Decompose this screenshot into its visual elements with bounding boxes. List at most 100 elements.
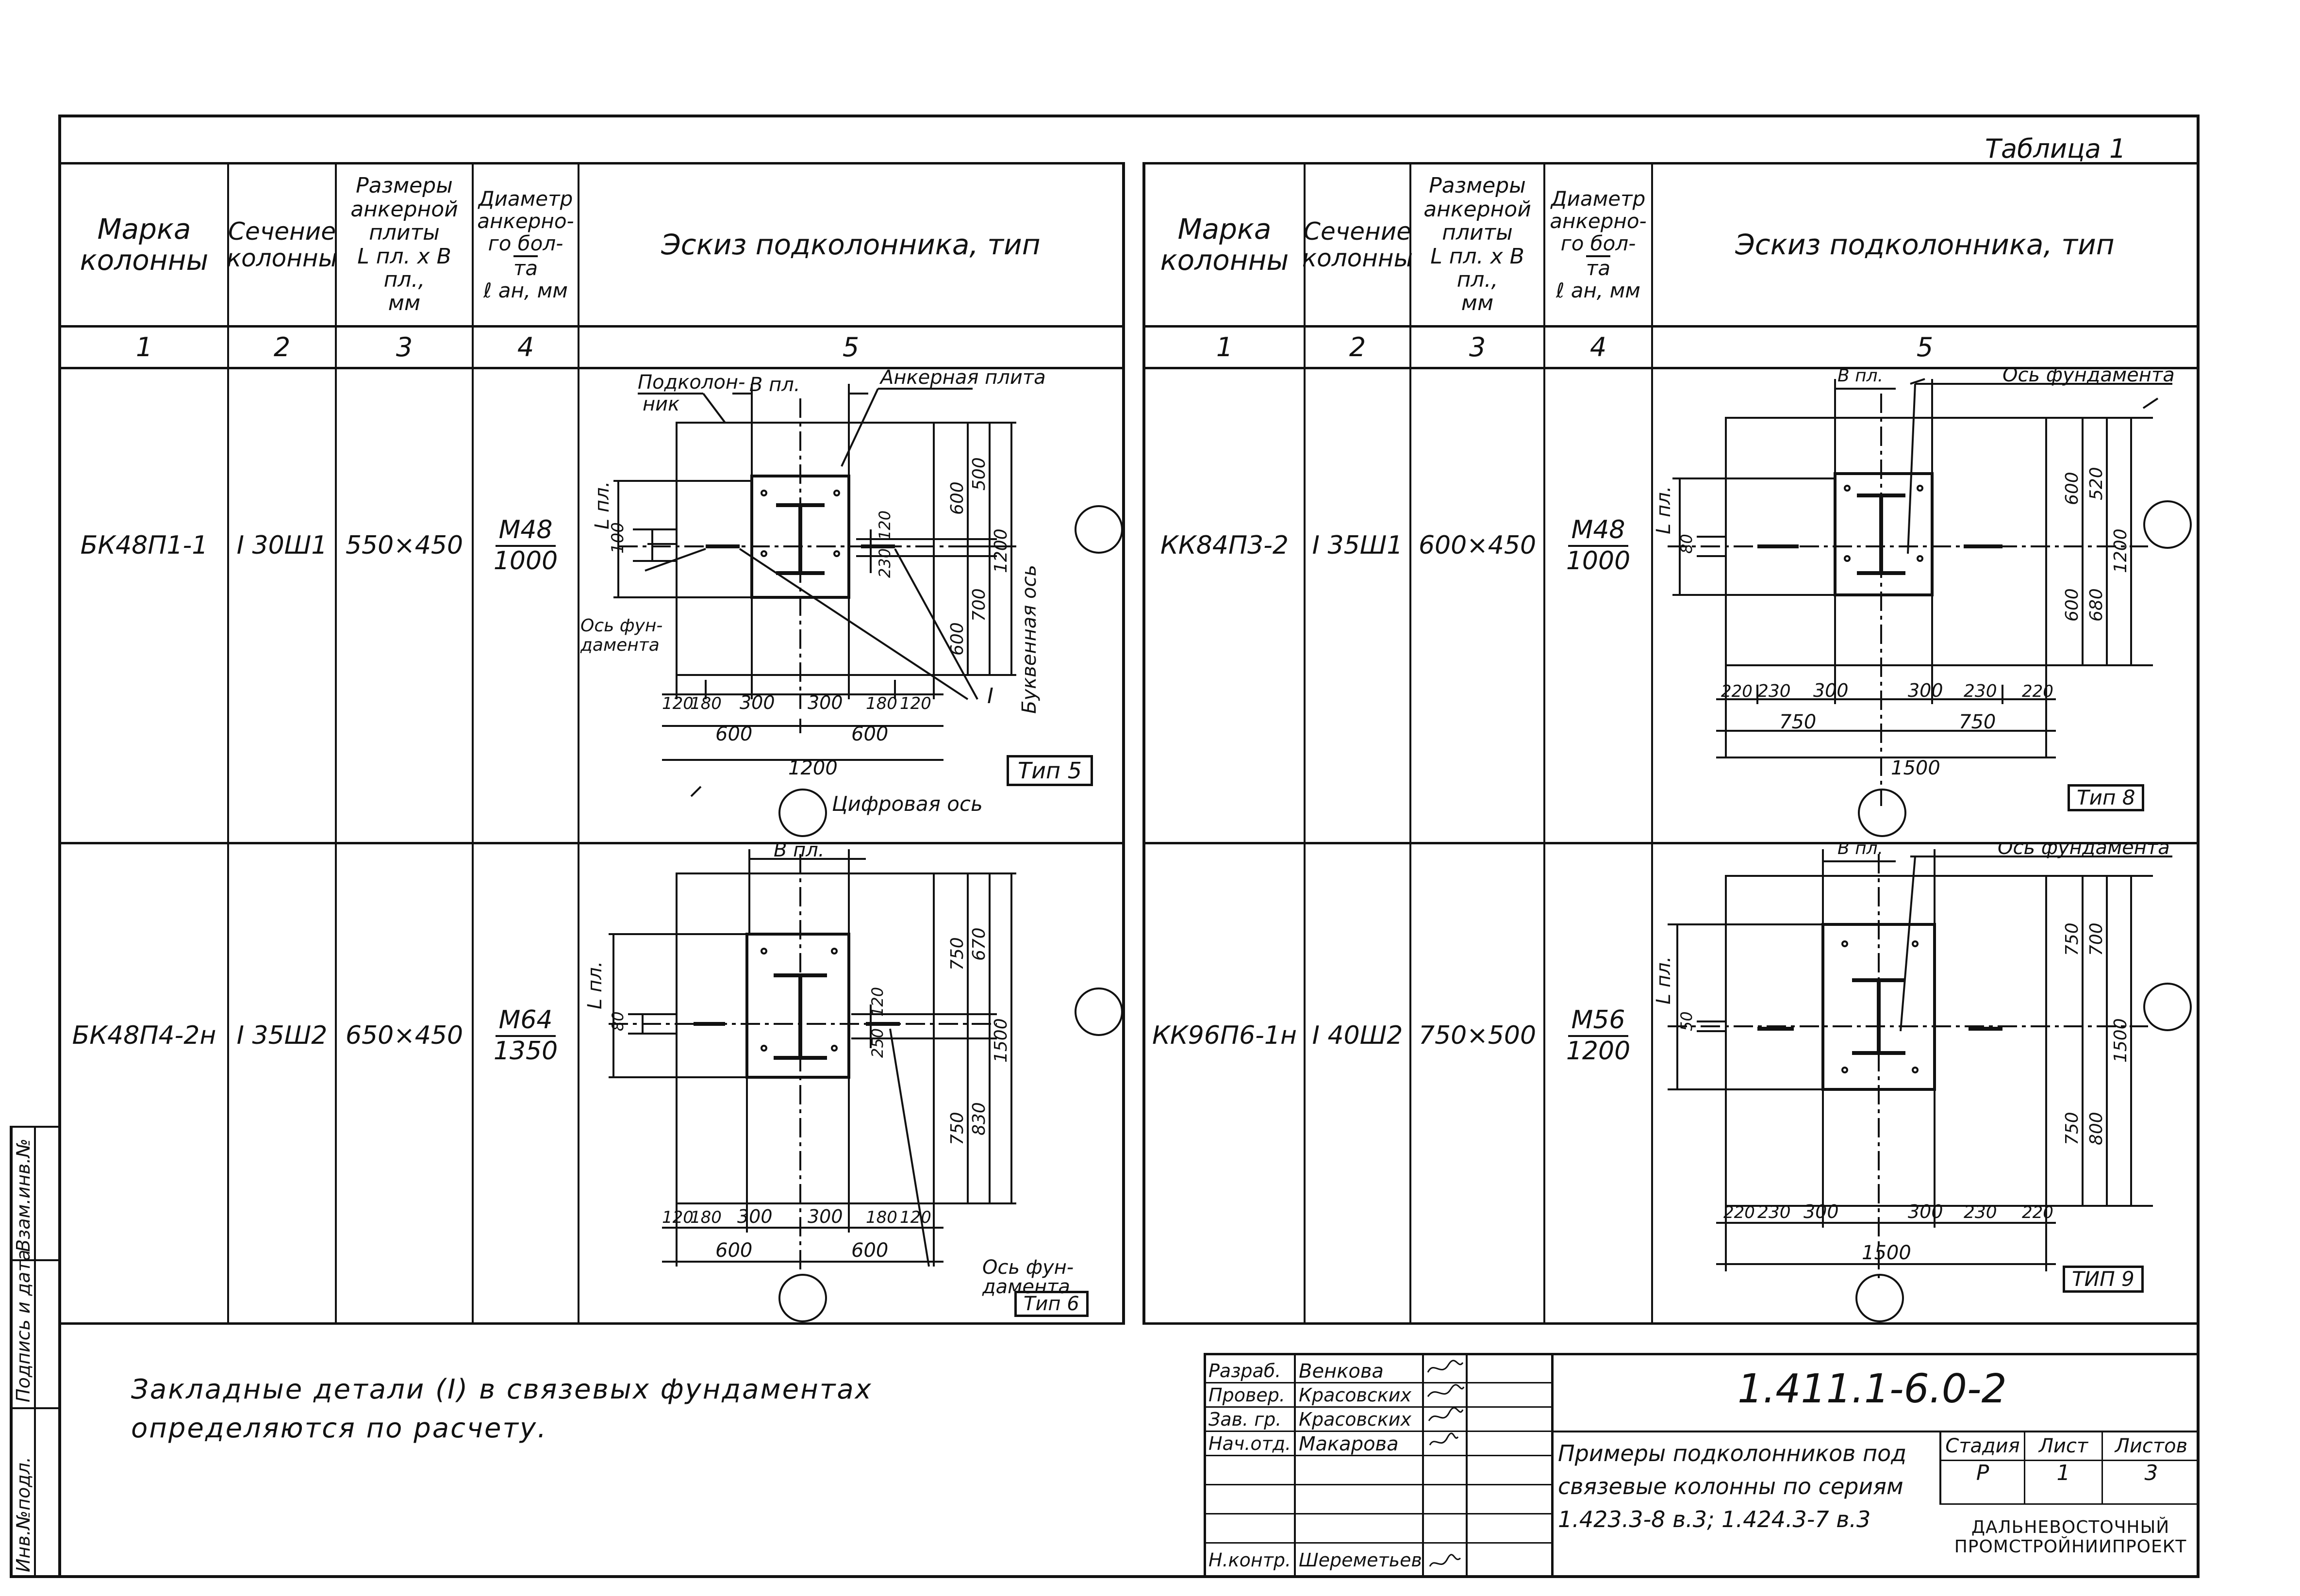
svg-text:700: 700	[969, 588, 989, 622]
type-label: Тип 8	[2068, 784, 2145, 811]
svg-text:L пл.: L пл.	[591, 481, 613, 529]
col-number: 5	[842, 331, 860, 362]
svg-text:Ось фундамента: Ось фундамента	[1998, 844, 2170, 859]
svg-text:300: 300	[1908, 680, 1943, 701]
row3-section: I 35Ш1	[1312, 531, 1403, 560]
type-label: Тип 6	[1014, 1291, 1089, 1317]
svg-text:230: 230	[1964, 1202, 1997, 1222]
svg-text:180: 180	[866, 1208, 897, 1227]
svg-text:Буквенная ось: Буквенная ось	[1018, 565, 1041, 714]
svg-text:B пл.: B пл.	[774, 844, 825, 861]
stage-header: Стадия	[1945, 1435, 2020, 1457]
svg-text:1500: 1500	[1891, 757, 1940, 779]
svg-text:Ось фун-: Ось фун-	[580, 616, 662, 636]
row1-section: I 30Ш1	[236, 531, 328, 560]
note-line-2: определяются по расчету.	[131, 1413, 547, 1444]
svg-text:220: 220	[1721, 682, 1753, 701]
row4-mark: КК96П6-1н	[1152, 1021, 1297, 1051]
svg-text:1500: 1500	[2111, 1018, 2131, 1063]
side-label-inventory: Инв.№подл.	[13, 1456, 34, 1572]
stamp-name: Красовских	[1299, 1409, 1411, 1430]
svg-text:180: 180	[690, 1208, 722, 1227]
stamp-name: Красовских	[1299, 1384, 1411, 1406]
svg-text:230: 230	[876, 548, 894, 578]
stamp-role: Н.контр.	[1208, 1549, 1291, 1571]
svg-text:L пл.: L пл.	[1653, 956, 1675, 1004]
svg-text:1500: 1500	[1862, 1242, 1911, 1264]
svg-text:120: 120	[662, 1208, 694, 1227]
svg-text:220: 220	[1723, 1203, 1755, 1222]
svg-text:230: 230	[1757, 681, 1791, 701]
side-label-replaced: Взам.инв.№	[13, 1138, 34, 1252]
svg-text:120: 120	[868, 987, 887, 1017]
svg-text:300: 300	[1908, 1201, 1943, 1222]
svg-text:120: 120	[900, 694, 931, 713]
stamp-signatures	[1427, 1360, 1465, 1567]
doc-code: 1.411.1-6.0-2	[1737, 1366, 2007, 1412]
svg-text:250: 250	[868, 1028, 887, 1058]
svg-text:520: 520	[2086, 467, 2106, 500]
side-label-signature: Подпись и дата	[13, 1250, 34, 1402]
svg-text:750: 750	[1779, 711, 1816, 733]
svg-text:750: 750	[947, 1112, 967, 1145]
svg-text:B пл.: B пл.	[749, 374, 800, 396]
row4-plate: 750×500	[1418, 1021, 1537, 1051]
svg-text:600: 600	[2062, 588, 2082, 622]
svg-text:670: 670	[969, 927, 989, 961]
svg-text:830: 830	[969, 1102, 989, 1135]
svg-text:220: 220	[2022, 1203, 2053, 1222]
stamp-name: Шереметьев	[1299, 1549, 1422, 1571]
svg-text:600: 600	[851, 1239, 888, 1262]
svg-text:L пл.: L пл.	[1653, 486, 1675, 534]
svg-text:Подколон-: Подколон-	[638, 371, 745, 394]
stamp-role: Провер.	[1208, 1384, 1285, 1406]
svg-text:180: 180	[690, 694, 722, 713]
svg-text:80: 80	[1677, 534, 1696, 554]
col-number: 5	[1916, 331, 1934, 362]
svg-text:120: 120	[876, 510, 894, 540]
sheet-header: Лист	[2038, 1435, 2088, 1457]
sketch-type-5: Подколон-ник B пл. Анкерная плита L пл. …	[580, 369, 1122, 837]
header-sketch: Эскиз подколонника, тип	[661, 228, 1041, 261]
svg-text:дамента: дамента	[580, 635, 660, 655]
svg-text:600: 600	[2062, 472, 2082, 505]
row1-plate: 550×450	[345, 531, 463, 560]
sketch-type-8: B пл. Ось фундамента L пл. 80 600 600 52…	[1653, 369, 2192, 837]
svg-text:750: 750	[947, 937, 967, 971]
svg-text:750: 750	[2062, 1112, 2082, 1145]
stamp-role: Зав. гр.	[1208, 1409, 1282, 1430]
row2-plate: 650×450	[345, 1021, 463, 1051]
stamp-title-line: Примеры подколонников под	[1558, 1440, 1907, 1466]
svg-text:300: 300	[1804, 1201, 1839, 1222]
row3-mark: КК84П3-2	[1160, 531, 1289, 560]
stamp-title-line: связевые колонны по сериям	[1558, 1473, 1903, 1499]
svg-text:120: 120	[900, 1208, 931, 1227]
svg-text:50: 50	[1677, 1011, 1696, 1031]
stamp-role: Разраб.	[1208, 1360, 1281, 1382]
svg-text:500: 500	[969, 457, 989, 491]
col-number: 3	[1469, 331, 1486, 362]
sketch-type-9: B пл. Ось фундамента L пл. 50 750 750 70…	[1653, 844, 2192, 1322]
col-number: 1	[135, 331, 153, 362]
svg-text:750: 750	[2062, 922, 2082, 956]
svg-text:Ось фундамента: Ось фундамента	[2002, 369, 2175, 386]
svg-text:L пл.: L пл.	[584, 961, 606, 1009]
row2-section: I 35Ш2	[236, 1021, 328, 1051]
svg-text:180: 180	[866, 694, 897, 713]
svg-text:80: 80	[609, 1011, 627, 1031]
svg-text:600: 600	[851, 723, 888, 745]
col-number: 1	[1216, 331, 1233, 362]
header-sketch-right: Эскиз подколонника, тип	[1735, 228, 2115, 261]
stamp-name: Макарова	[1299, 1433, 1399, 1455]
sheets-value: 3	[2144, 1460, 2158, 1485]
svg-text:1200: 1200	[2111, 528, 2131, 573]
